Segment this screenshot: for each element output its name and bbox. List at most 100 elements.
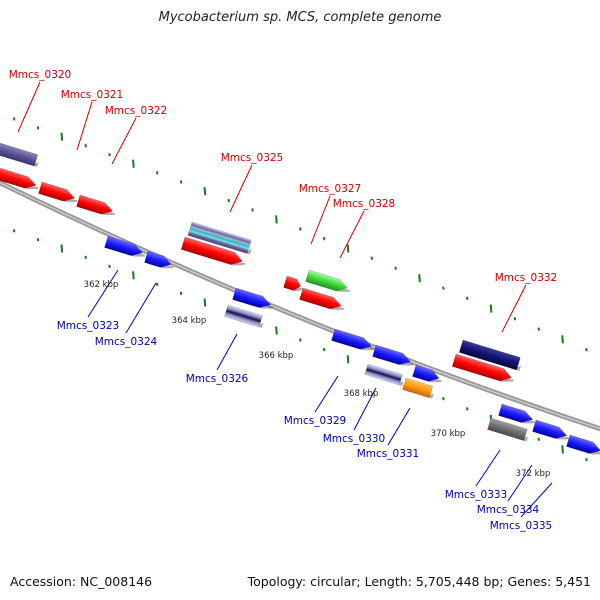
gene-arrow[interactable] [372, 344, 415, 368]
scale-tick [346, 355, 350, 364]
scale-ticks [12, 117, 588, 462]
gene-features [0, 139, 600, 457]
gene-arrow[interactable] [283, 275, 305, 293]
gene-label-mmcs_0334[interactable]: Mmcs_0334 [477, 504, 540, 516]
gene-label-mmcs_0332[interactable]: Mmcs_0332 [495, 272, 558, 284]
gene-arrow[interactable] [412, 364, 443, 385]
gene-arrow[interactable] [180, 236, 247, 268]
gene-arrow[interactable] [144, 250, 175, 271]
gene-arrow[interactable] [532, 419, 571, 442]
map-title: Mycobacterium sp. MCS, complete genome [158, 10, 442, 25]
leader-line [125, 282, 157, 334]
leader-line [353, 387, 377, 431]
scale-tick [561, 335, 564, 344]
scale-label: 372 kbp [516, 469, 551, 479]
accession-text: Accession: NC_008146 [10, 574, 153, 589]
gene-label-mmcs_0326[interactable]: Mmcs_0326 [186, 373, 249, 385]
scale-tick [36, 126, 40, 130]
gene-arrow[interactable] [104, 235, 147, 259]
scale-label: 364 kbp [172, 316, 207, 326]
gene-label-mmcs_0325[interactable]: Mmcs_0325 [221, 152, 284, 164]
gene-label-mmcs_0322[interactable]: Mmcs_0322 [105, 105, 168, 117]
gene-arrow[interactable] [364, 363, 406, 386]
scale-tick [203, 298, 207, 307]
scale-tick [275, 215, 278, 224]
gene-label-mmcs_0321[interactable]: Mmcs_0321 [61, 89, 124, 101]
scale-tick [537, 327, 541, 331]
scale-tick [36, 237, 40, 242]
gene-arrow[interactable] [498, 403, 537, 426]
gene-arrow[interactable] [451, 353, 516, 385]
gene-label-mmcs_0329[interactable]: Mmcs_0329 [284, 415, 347, 427]
leader-line [76, 101, 93, 151]
scale-tick [155, 171, 159, 175]
scale-tick [227, 198, 231, 203]
scale-tick [465, 407, 469, 411]
scale-tick [275, 326, 278, 335]
scale-tick [537, 437, 541, 441]
leader-line [310, 195, 331, 245]
gene-label-mmcs_0324[interactable]: Mmcs_0324 [95, 336, 158, 348]
leader-line [339, 210, 365, 259]
scale-tick [299, 227, 302, 231]
gene-arrow[interactable] [187, 221, 254, 255]
scale-tick [465, 296, 469, 301]
backbone [0, 180, 600, 432]
scale-tick [12, 117, 16, 121]
gene-label-mmcs_0335[interactable]: Mmcs_0335 [490, 520, 553, 532]
scale-tick [251, 208, 254, 212]
leader-line [501, 284, 527, 333]
gene-arrow[interactable] [299, 287, 346, 313]
scale-tick [84, 255, 87, 260]
gene-arrow[interactable] [0, 164, 41, 192]
gene-arrow[interactable] [458, 339, 523, 371]
gene-arrow[interactable] [487, 417, 530, 442]
scale-tick [489, 304, 493, 313]
scale-tick [108, 152, 111, 157]
gene-arrow[interactable] [331, 328, 376, 353]
scale-tick [12, 229, 16, 233]
leader-line [314, 375, 339, 413]
gene-arrow[interactable] [402, 377, 435, 399]
gene-arrow[interactable] [224, 304, 265, 328]
leader-line [216, 333, 238, 371]
scale-tick [442, 397, 445, 401]
topology-summary: Topology: circular; Length: 5,705,448 bp… [247, 574, 591, 589]
scale-tick [418, 274, 421, 283]
gene-label-mmcs_0323[interactable]: Mmcs_0323 [57, 320, 120, 332]
scale-tick [60, 132, 64, 141]
leader-line [507, 464, 533, 502]
scale-tick [155, 282, 159, 286]
gene-arrow[interactable] [566, 434, 600, 457]
gene-label-mmcs_0330[interactable]: Mmcs_0330 [323, 433, 386, 445]
gene-label-mmcs_0328[interactable]: Mmcs_0328 [333, 198, 396, 210]
gene-arrow[interactable] [76, 194, 117, 218]
scale-tick [513, 317, 517, 321]
gene-arrow[interactable] [232, 287, 275, 311]
scale-tick [179, 180, 183, 184]
gene-label-mmcs_0327[interactable]: Mmcs_0327 [299, 183, 362, 195]
scale-tick [84, 143, 87, 148]
leader-line [387, 407, 411, 446]
scale-tick [370, 256, 374, 260]
scale-tick [585, 347, 588, 352]
gene-label-mmcs_0320[interactable]: Mmcs_0320 [9, 69, 72, 81]
gene-label-mmcs_0333[interactable]: Mmcs_0333 [445, 489, 508, 501]
scale-tick [203, 187, 207, 196]
leader-line [229, 164, 253, 213]
scale-tick [561, 445, 564, 454]
leader-line [111, 117, 137, 165]
scale-label: 366 kbp [259, 351, 294, 361]
gene-arrow[interactable] [305, 269, 352, 295]
scale-tick [394, 266, 397, 270]
gene-label-mmcs_0331[interactable]: Mmcs_0331 [357, 448, 420, 460]
scale-tick [322, 236, 326, 241]
gene-arrow[interactable] [38, 181, 79, 205]
scale-tick [322, 347, 326, 352]
leader-line [475, 449, 501, 487]
leader-line [17, 81, 41, 133]
leader-line [87, 269, 119, 318]
gene-arrow[interactable] [0, 139, 41, 167]
